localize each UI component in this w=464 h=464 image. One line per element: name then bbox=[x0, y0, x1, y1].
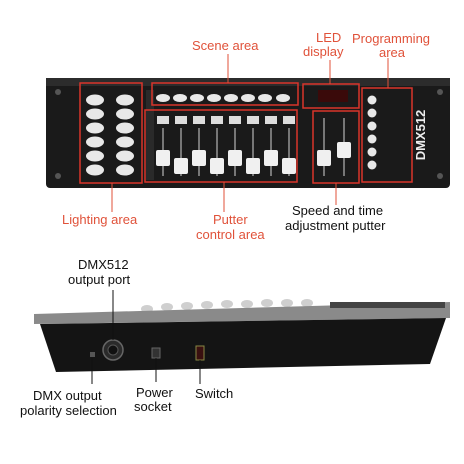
putter-control-label: Putter bbox=[213, 212, 248, 227]
programming-area-box bbox=[361, 87, 413, 183]
switch-label: Switch bbox=[195, 386, 234, 401]
model-label: DMX512 bbox=[413, 110, 428, 161]
programming-area-label: Programming bbox=[352, 31, 431, 46]
scanner-buttons bbox=[86, 94, 134, 176]
led-display-box bbox=[302, 83, 360, 109]
lighting-area-label: Lighting area bbox=[62, 212, 138, 227]
scene-area-box bbox=[151, 82, 299, 106]
dmx-port-label-2: output port bbox=[68, 272, 131, 287]
speed-time-label-2: adjustment putter bbox=[285, 218, 386, 233]
scene-buttons bbox=[156, 94, 290, 102]
speed-time-label: Speed and time bbox=[292, 203, 384, 218]
programming-area-label-2: area bbox=[379, 45, 406, 60]
power-socket-icon bbox=[151, 347, 161, 359]
polarity-switch-icon bbox=[90, 352, 95, 357]
faders bbox=[156, 116, 296, 176]
program-buttons bbox=[367, 95, 377, 170]
dmx-port-label: DMX512 bbox=[78, 257, 129, 272]
scene-area-label: Scene area bbox=[192, 38, 259, 53]
led-display-label: LED bbox=[316, 30, 342, 45]
power-socket-label: Power bbox=[136, 385, 173, 400]
power-socket-label-2: socket bbox=[134, 399, 172, 414]
led-display-label-2: display bbox=[303, 44, 344, 59]
polarity-label: DMX output bbox=[33, 388, 102, 403]
led-screen bbox=[318, 90, 348, 102]
lighting-area-box bbox=[79, 82, 143, 184]
putter-control-box bbox=[144, 109, 298, 183]
polarity-label-2: polarity selection bbox=[20, 403, 117, 418]
putter-control-label-2: control area bbox=[196, 227, 265, 242]
power-switch-icon bbox=[195, 345, 205, 361]
